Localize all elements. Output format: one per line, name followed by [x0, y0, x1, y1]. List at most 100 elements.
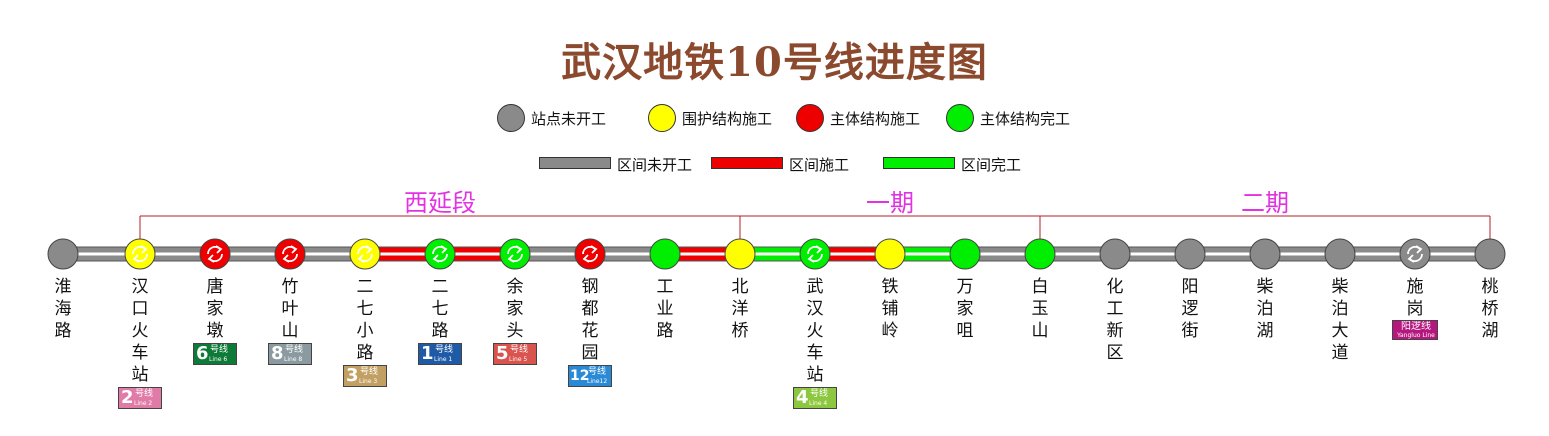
- transfer-arrowhead: [590, 245, 598, 254]
- badge-line-number: 2: [121, 387, 134, 408]
- station-circle: [1099, 238, 1131, 270]
- station-circle: [874, 238, 906, 270]
- station-marker-not_started: [1399, 238, 1431, 270]
- badge-line-number: 5: [496, 343, 509, 364]
- station-name: 白玉山: [1031, 277, 1049, 341]
- station-name: 唐家墩: [206, 277, 224, 341]
- station-circle: [1249, 238, 1281, 270]
- transfer-arrowhead: [282, 254, 290, 263]
- station-circle: [1324, 238, 1356, 270]
- station-circle: [799, 238, 831, 270]
- station-marker-not_started: [1249, 238, 1281, 270]
- legend-section-main_done: [883, 157, 955, 169]
- station-name: 钢都花园: [581, 277, 599, 363]
- badge-line-english: Line 2: [134, 400, 153, 407]
- station-marker-enclosure: [874, 238, 906, 270]
- station-circle: [1474, 238, 1506, 270]
- transfer-arrowhead: [807, 254, 815, 263]
- transfer-arrowhead: [290, 245, 298, 254]
- station-circle: [499, 238, 531, 270]
- station-marker-main_done: [1024, 238, 1056, 270]
- station-circle: [1174, 238, 1206, 270]
- station-marker-enclosure: [124, 238, 156, 270]
- badge-line-label: 号线: [210, 345, 229, 355]
- transfer-arrowhead: [215, 245, 223, 254]
- transfer-icon: [132, 245, 148, 263]
- station-circle: [424, 238, 456, 270]
- badge-line-english: Line 8: [284, 356, 303, 363]
- station-circle: [724, 238, 756, 270]
- badge-line-english: Line 6: [209, 356, 228, 363]
- station-name: 汉口火车站: [131, 277, 149, 385]
- transfer-icon: [357, 245, 373, 263]
- station-name: 二七小路: [356, 277, 374, 363]
- station-circle: [649, 238, 681, 270]
- transfer-arrowhead: [432, 254, 440, 263]
- transfer-icon: [582, 245, 598, 263]
- station-circle: [349, 238, 381, 270]
- station-circle: [199, 238, 231, 270]
- station-marker-enclosure: [724, 238, 756, 270]
- badge-line-english: Line 1: [434, 356, 453, 363]
- badge-line-label: 号线: [285, 345, 304, 355]
- station-circle: [1024, 238, 1056, 270]
- station-name: 武汉火车站: [806, 277, 824, 385]
- phase-label: 西延段: [404, 189, 476, 217]
- badge-line-english: Line 4: [809, 400, 828, 407]
- station-name: 北洋桥: [731, 277, 749, 341]
- transfer-arrowhead: [582, 254, 590, 263]
- station-circle: [574, 238, 606, 270]
- station-name: 柴泊湖: [1256, 277, 1274, 341]
- legend-station-main_done: [946, 104, 974, 132]
- transfer-arrowhead: [132, 254, 140, 263]
- station-name: 铁铺岭: [881, 277, 899, 341]
- phase-label: 二期: [1241, 189, 1289, 217]
- badge-line-label: 号线: [510, 345, 529, 355]
- legend-section-label: 区间完工: [961, 156, 1022, 174]
- legend-station-label: 站点未开工: [531, 110, 607, 128]
- legend-station-label: 主体结构完工: [980, 110, 1071, 128]
- station-marker-main_done: [799, 238, 831, 270]
- badge-line-english: Yangluo Line: [1397, 332, 1435, 339]
- transfer-icon: [507, 245, 523, 263]
- station-marker-main_done: [499, 238, 531, 270]
- badge-line-english: Line12: [587, 378, 608, 385]
- station-name: 万家咀: [956, 277, 974, 341]
- transfer-arrowhead: [1407, 254, 1415, 263]
- station-marker-enclosure: [349, 238, 381, 270]
- station-name: 竹叶山: [281, 277, 299, 341]
- transfer-arrowhead: [440, 245, 448, 254]
- badge-line-label: 号线: [435, 345, 454, 355]
- phase-label: 一期: [866, 189, 914, 217]
- legend-section-label: 区间施工: [789, 156, 850, 174]
- station-marker-not_started: [1474, 238, 1506, 270]
- legend-section-not_started: [539, 157, 611, 169]
- station-circle: [124, 238, 156, 270]
- station-marker-main_done: [424, 238, 456, 270]
- legend-section-main_build: [711, 157, 783, 169]
- station-marker-not_started: [1099, 238, 1131, 270]
- legend-station-enclosure: [648, 104, 676, 132]
- transfer-arrowhead: [515, 245, 523, 254]
- transfer-arrowhead: [1415, 245, 1423, 254]
- page-title: 武汉地铁10号线进度图: [561, 39, 988, 86]
- transfer-arrowhead: [365, 245, 373, 254]
- station-name: 桃桥湖: [1481, 277, 1499, 341]
- station-marker-main_build: [274, 238, 306, 270]
- legend-section-label: 区间未开工: [617, 156, 693, 174]
- badge-line-label: 号线: [360, 367, 379, 377]
- transfer-icon: [1407, 245, 1423, 263]
- transfer-arrowhead: [207, 254, 215, 263]
- station-marker-not_started: [1174, 238, 1206, 270]
- station-circle: [47, 238, 79, 270]
- station-name: 余家头: [506, 277, 524, 341]
- badge-line-english: Line 5: [509, 356, 528, 363]
- badge-line-number: 4: [796, 387, 809, 408]
